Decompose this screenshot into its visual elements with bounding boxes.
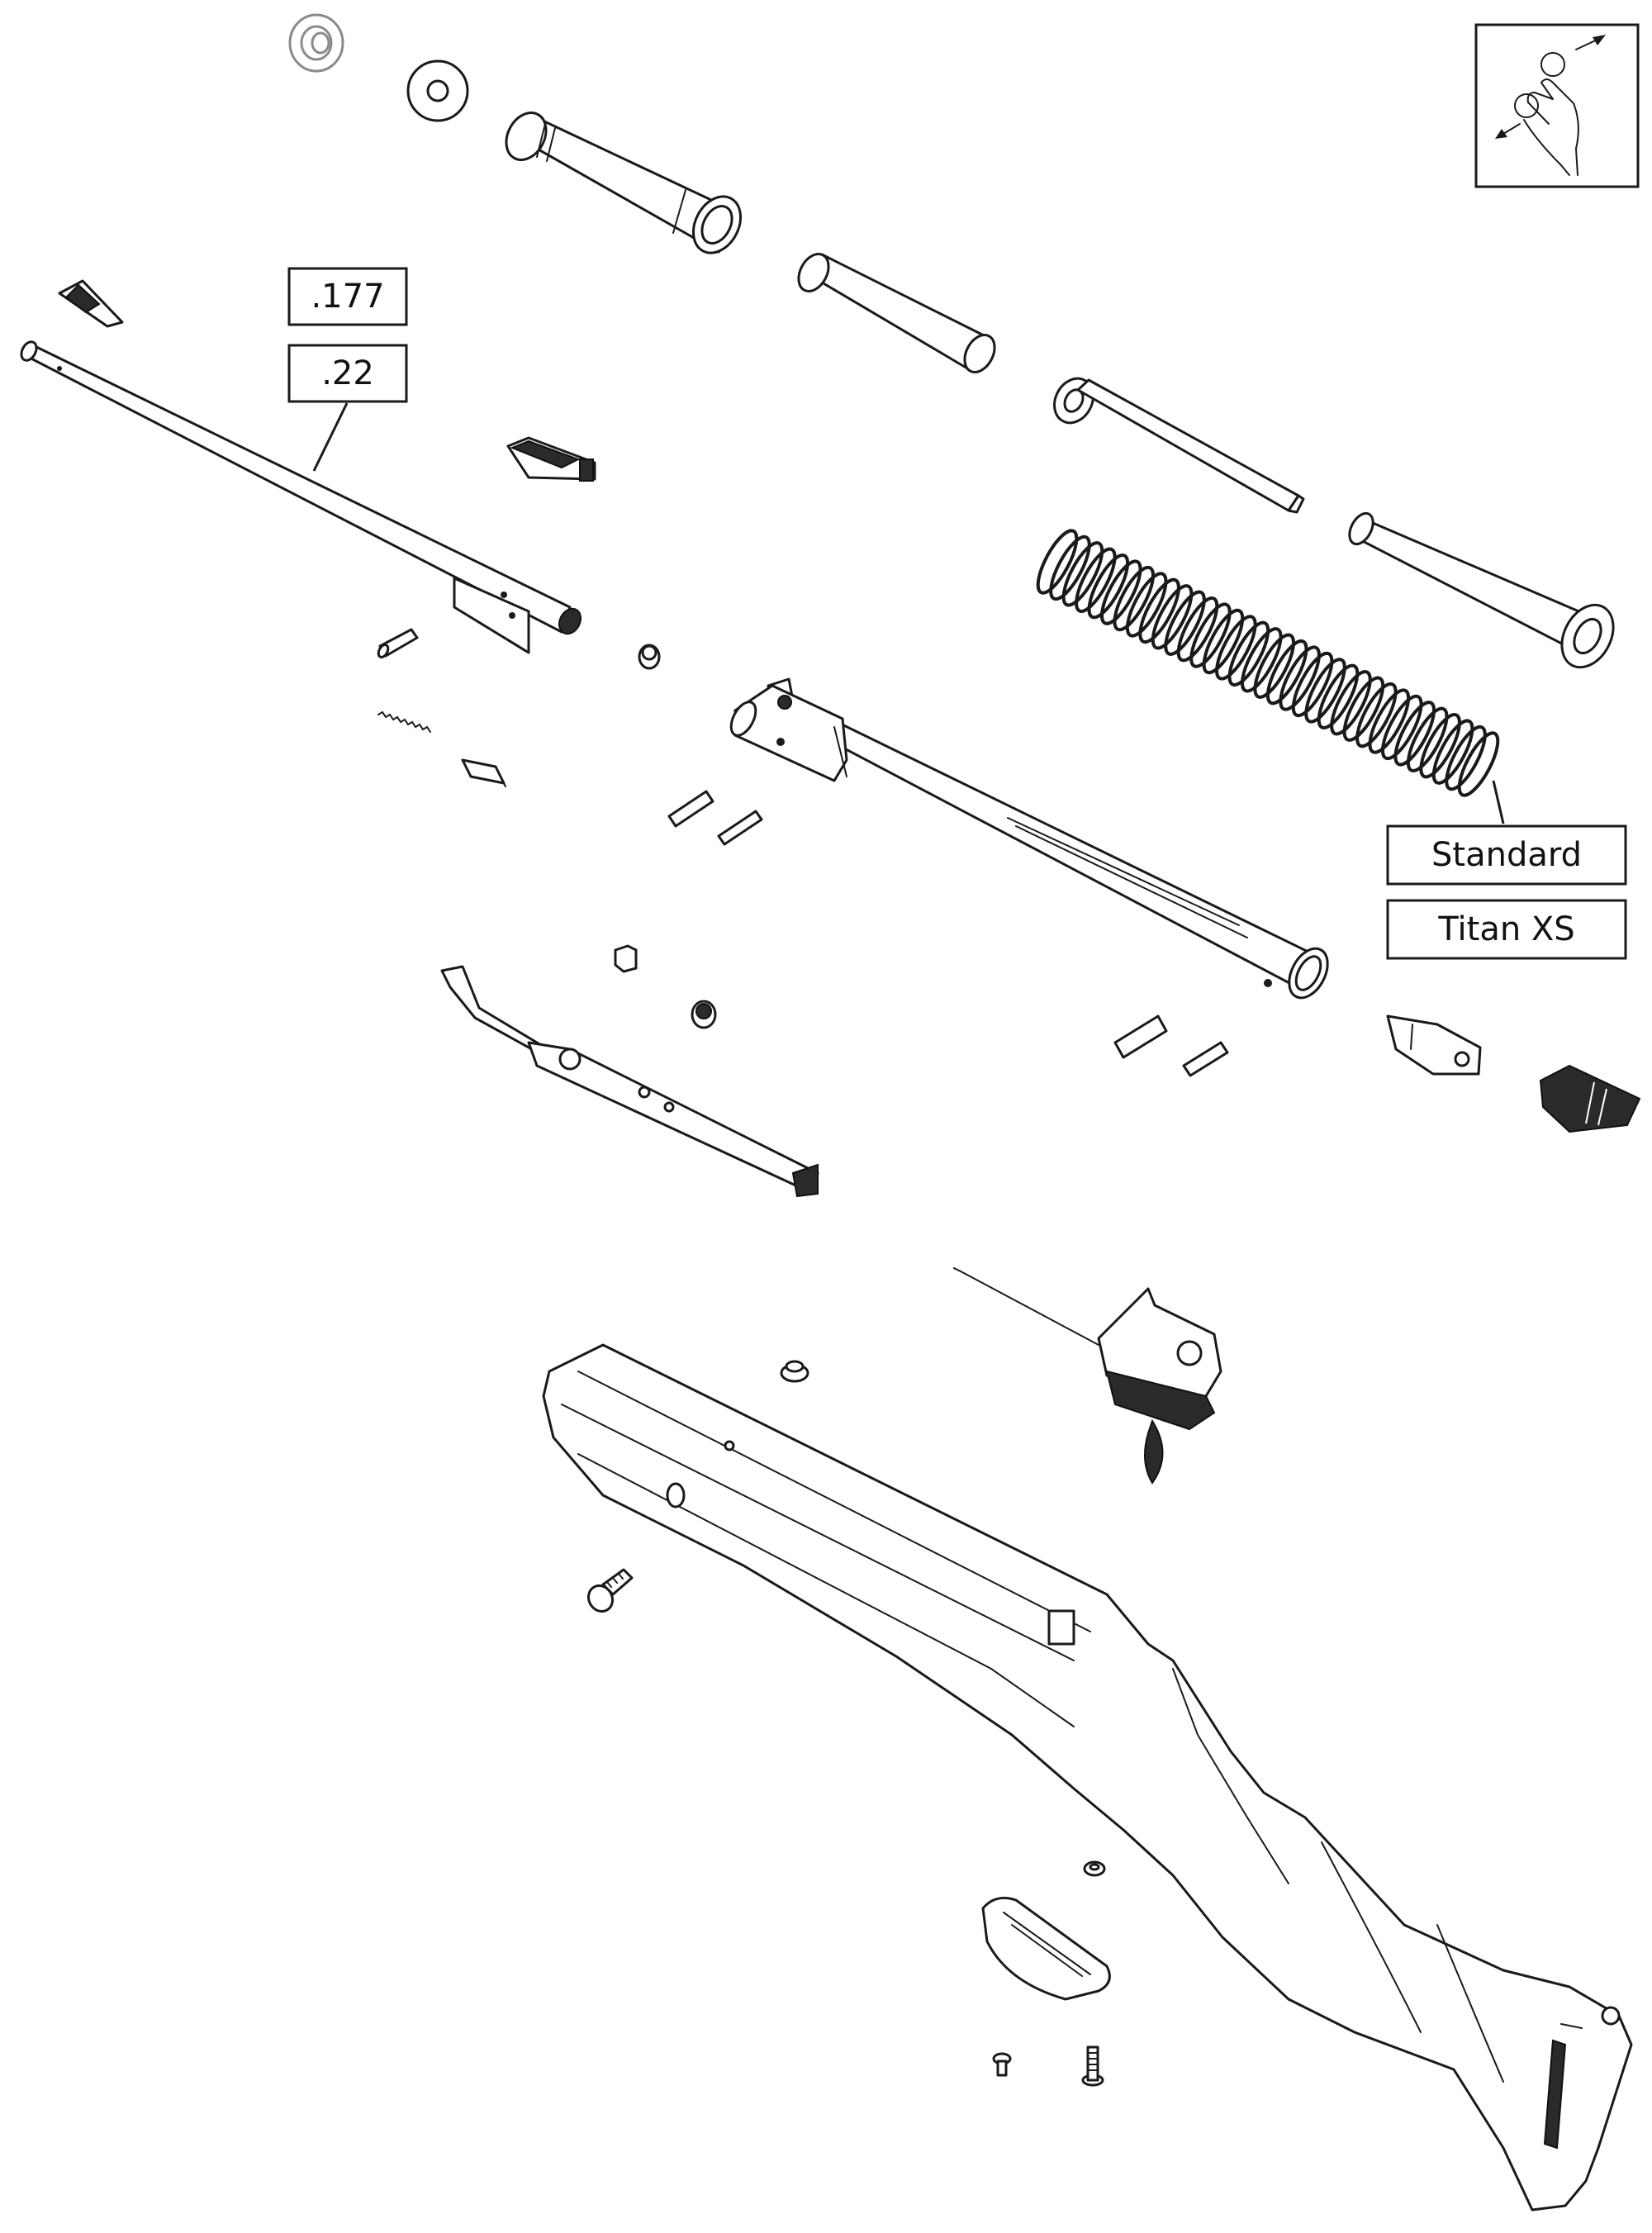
spring-coil <box>1138 577 1180 644</box>
pin-pair-2 <box>1113 1014 1229 1077</box>
svg-text:Titan XS: Titan XS <box>1437 910 1574 948</box>
spring-coil <box>1265 639 1308 706</box>
spring-coil <box>1368 688 1411 754</box>
spring-coil <box>1151 584 1194 650</box>
guide-tube <box>797 253 996 373</box>
pin <box>377 628 419 658</box>
spring-coil <box>1304 658 1346 724</box>
spring-leader-line <box>1492 780 1505 824</box>
spring-coil <box>1445 725 1487 791</box>
cocking-lever <box>440 965 819 1198</box>
pinch-zoom-icon[interactable] <box>1474 23 1640 188</box>
rear-cap <box>1539 1064 1641 1133</box>
detent-pin <box>461 758 506 787</box>
spring-coil <box>1330 670 1372 736</box>
clip <box>614 944 638 973</box>
spring-coil <box>1342 676 1385 742</box>
spring-coil <box>1291 651 1334 718</box>
spring-coil <box>1355 682 1398 748</box>
spring-coil <box>1113 565 1155 632</box>
spring-coil <box>1036 529 1079 595</box>
spring-coil <box>1075 547 1117 613</box>
svg-text:Standard: Standard <box>1431 836 1582 874</box>
spring-coil <box>1381 694 1423 761</box>
mainspring <box>1036 529 1500 797</box>
spring-coil <box>1061 541 1104 607</box>
guide-tube-flanged <box>1348 511 1615 669</box>
guard-screw-short <box>992 2052 1012 2077</box>
spring-coil <box>1406 706 1449 772</box>
seal-washer-grey <box>288 13 344 73</box>
spring-coil <box>1189 602 1232 668</box>
spring-coil <box>1215 615 1257 681</box>
spring-coil <box>1393 701 1436 767</box>
spring-coil <box>1176 596 1219 663</box>
washer <box>406 59 469 122</box>
barrel <box>20 340 582 654</box>
stock-bushing <box>780 1360 809 1383</box>
spring-coil <box>1457 731 1500 797</box>
spring-coil <box>1227 620 1270 687</box>
callout-spring-standard[interactable]: Standard <box>1386 824 1627 886</box>
spring-coil <box>1202 608 1245 675</box>
spring-coil <box>1164 590 1206 656</box>
bushing <box>638 644 661 670</box>
piston <box>505 112 743 254</box>
spring-coil <box>1087 553 1130 620</box>
spring-coil <box>1241 627 1283 693</box>
guard-screw-long <box>1081 2045 1104 2087</box>
nut <box>691 1000 717 1029</box>
callout-spring-titan-xs[interactable]: Titan XS <box>1386 899 1627 960</box>
compression-tube <box>729 677 1329 1000</box>
stock-screw <box>586 1568 634 1613</box>
svg-text:.177: .177 <box>311 278 384 316</box>
svg-text:.22: .22 <box>321 354 374 392</box>
spring-coil <box>1419 713 1461 779</box>
spring-coil <box>1125 572 1168 638</box>
spring-coil <box>1317 663 1360 729</box>
trigger-assembly <box>953 1267 1222 1485</box>
guard-washer <box>1083 1860 1106 1877</box>
spring-guide-rod <box>1053 377 1305 514</box>
end-plug <box>1386 1014 1482 1076</box>
pin-pair-1 <box>667 790 763 846</box>
spring-coil <box>1431 719 1474 785</box>
detent-spring <box>377 710 431 733</box>
spring-coil <box>1100 559 1142 625</box>
rear-sight <box>506 436 596 482</box>
caliber-leader-line <box>312 402 349 472</box>
callout-caliber-22[interactable]: .22 <box>287 344 408 403</box>
spring-coil <box>1253 633 1295 699</box>
trigger-guard <box>981 1897 1111 2001</box>
front-sight <box>58 279 124 328</box>
stock <box>542 1343 1633 2212</box>
spring-coil <box>1279 645 1321 711</box>
callout-caliber-177[interactable]: .177 <box>287 267 408 326</box>
spring-coil <box>1049 534 1091 601</box>
